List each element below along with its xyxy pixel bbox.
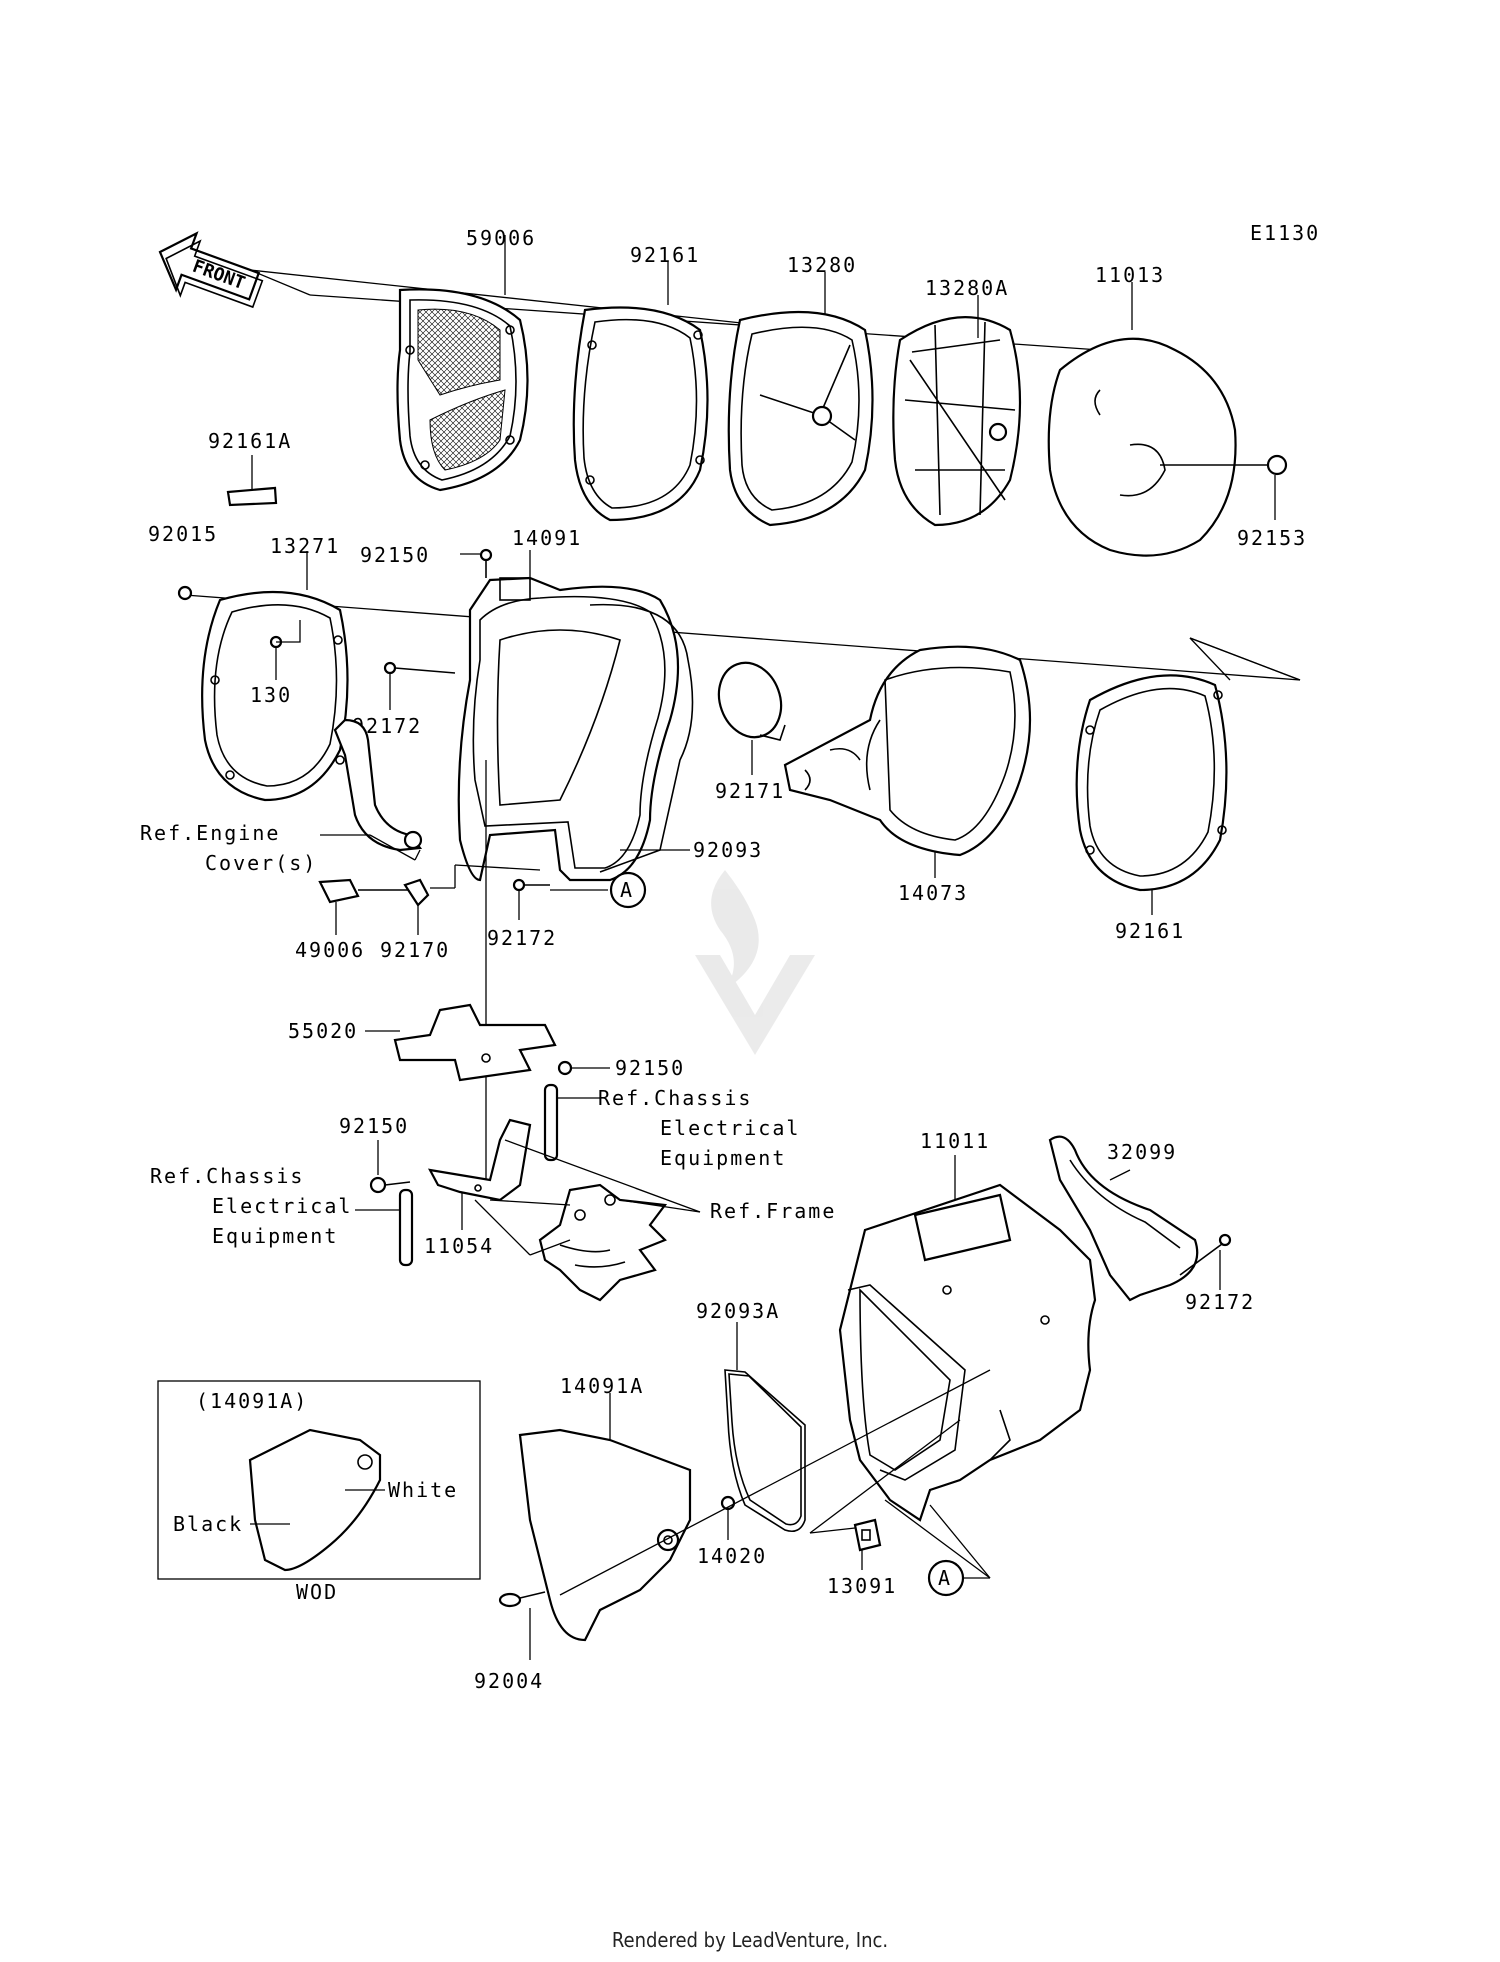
ref-chassis-left-line1: Ref.Chassis (150, 1164, 304, 1188)
label-13280: 13280 (787, 253, 857, 277)
label-32099: 32099 (1107, 1140, 1177, 1164)
label-92172-b: 92172 (487, 926, 557, 950)
bracket-11054 (427, 1118, 532, 1202)
label-11013: 11013 (1095, 263, 1165, 287)
filter-cage-13280A (892, 316, 1022, 527)
screw-92004 (498, 1591, 546, 1608)
seal-92093 (589, 603, 694, 873)
inset-label-white: White (388, 1478, 458, 1502)
plate-55020 (393, 1003, 557, 1082)
label-92150-mid: 92150 (615, 1056, 685, 1080)
label-13271: 13271 (270, 534, 340, 558)
ref-frame: Ref.Frame (710, 1199, 836, 1223)
strap-right (543, 1083, 559, 1162)
inset-cover-illustration (248, 1428, 382, 1572)
label-92171: 92171 (715, 779, 785, 803)
intake-duct-14073 (783, 645, 1032, 857)
label-92170: 92170 (380, 938, 450, 962)
clamp-92170 (403, 878, 430, 907)
label-59006: 59006 (466, 226, 536, 250)
label-92161-top: 92161 (630, 243, 700, 267)
strap-left (398, 1188, 414, 1267)
breather-hose (333, 718, 423, 852)
label-11011: 11011 (920, 1129, 990, 1153)
footer-credit: Rendered by LeadVenture, Inc. (611, 1928, 889, 1952)
side-cover-14091A (518, 1428, 692, 1642)
air-cleaner-screen-59006 (396, 288, 529, 492)
bolt-92172-a (383, 661, 456, 675)
ref-chassis-right-line2: Electrical (660, 1116, 800, 1140)
label-13091: 13091 (827, 1574, 897, 1598)
label-92004: 92004 (474, 1669, 544, 1693)
callout-A-top-text: A (620, 878, 634, 902)
seal-92161A (226, 486, 278, 507)
bolt-130 (269, 620, 301, 680)
frame-section (538, 1183, 668, 1302)
plug-49006 (318, 878, 410, 904)
inset-caption: WOD (296, 1580, 338, 1604)
label-14073: 14073 (898, 881, 968, 905)
label-130: 130 (250, 683, 292, 707)
front-arrow-icon: FRONT (158, 231, 264, 309)
label-92153: 92153 (1237, 526, 1307, 550)
bolt-92172-c (1179, 1233, 1232, 1276)
cover-32099 (1048, 1135, 1199, 1302)
bolt-92150-left (369, 1176, 411, 1194)
bolt-92150-top (479, 548, 493, 578)
diagram-code: E1130 (1250, 221, 1320, 245)
side-cover-14091 (457, 576, 680, 882)
gasket-92161-top (572, 306, 709, 522)
callout-A-top (609, 871, 647, 909)
middle-assembly-lines (184, 594, 1301, 681)
ref-engine-cover-line1: Ref.Engine (140, 821, 280, 845)
filter-frame-13280 (727, 310, 874, 527)
label-11054: 11054 (424, 1234, 494, 1258)
plate-13271 (201, 590, 349, 802)
label-92161A: 92161A (208, 429, 292, 453)
inset-box (157, 1380, 481, 1580)
label-92015: 92015 (148, 522, 218, 546)
label-92161-right: 92161 (1115, 919, 1185, 943)
label-92172-c: 92172 (1185, 1290, 1255, 1314)
label-55020: 55020 (288, 1019, 358, 1043)
label-92150-top: 92150 (360, 543, 430, 567)
bolt-92150-mid (557, 1060, 573, 1076)
label-92150-left: 92150 (339, 1114, 409, 1138)
nut-92015 (177, 585, 193, 601)
ref-chassis-left-line2: Electrical (212, 1194, 352, 1218)
label-13280A: 13280A (925, 276, 1009, 300)
label-14020: 14020 (697, 1544, 767, 1568)
gasket-92161-right (1075, 674, 1228, 892)
inset-title: (14091A) (196, 1389, 308, 1413)
bolt-92153 (1160, 454, 1288, 476)
label-49006: 49006 (295, 938, 365, 962)
label-92093: 92093 (693, 838, 763, 862)
clip-13091 (853, 1518, 882, 1552)
clamp-92171 (717, 661, 786, 741)
label-92093A: 92093A (696, 1299, 780, 1323)
inset-label-black: Black (173, 1512, 243, 1536)
callout-A-bottom-text: A (938, 1566, 952, 1590)
ref-chassis-right-line1: Ref.Chassis (598, 1086, 752, 1110)
ref-chassis-right-line3: Equipment (660, 1146, 786, 1170)
washer-assembly-line (559, 1369, 991, 1596)
seal-92093A (724, 1369, 806, 1533)
ref-chassis-left-line3: Equipment (212, 1224, 338, 1248)
label-14091: 14091 (512, 526, 582, 550)
watermark-logo (695, 870, 815, 1055)
air-cleaner-case-11011 (838, 1183, 1097, 1522)
label-14091A: 14091A (560, 1374, 644, 1398)
ref-engine-cover-line2: Cover(s) (205, 851, 317, 875)
air-filter-element-11013 (1047, 337, 1237, 557)
bolt-92172-b (512, 878, 550, 892)
